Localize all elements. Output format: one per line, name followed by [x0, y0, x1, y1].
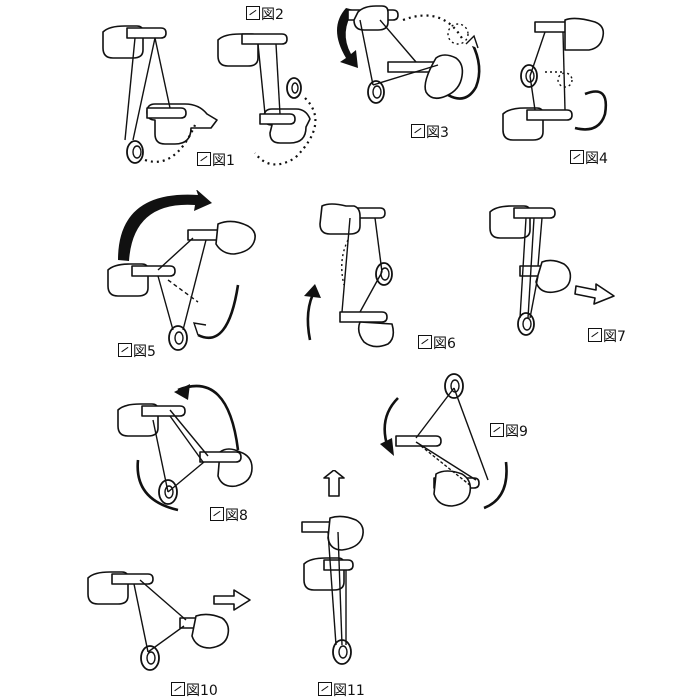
figure-3-illustration — [337, 5, 481, 104]
figure-icon — [171, 682, 185, 696]
figure-6-label: 図6 — [418, 333, 456, 353]
figure-4-illustration — [502, 17, 608, 141]
figure-1-illustration — [102, 25, 218, 164]
figure-11-illustration — [301, 470, 364, 665]
figure-icon — [197, 152, 211, 166]
direction-arrow — [213, 589, 251, 611]
figure-icon — [318, 682, 332, 696]
figure-6-illustration — [304, 203, 395, 348]
up-arrow — [323, 470, 345, 497]
figure-10-illustration — [87, 571, 251, 671]
figure-9-illustration — [380, 373, 508, 510]
figure-icon — [490, 423, 504, 437]
figure-11-label: 図11 — [318, 680, 365, 700]
figure-7-label: 図7 — [588, 326, 626, 346]
left-finger — [126, 27, 167, 39]
figure-10-label: 図10 — [171, 680, 218, 700]
figure-4-label: 図4 — [570, 148, 608, 168]
figure-2-illustration — [217, 33, 317, 166]
figure-icon — [588, 328, 602, 342]
figure-7-illustration — [489, 205, 615, 336]
figure-1-label: 図1 — [197, 150, 235, 170]
rotation-arrow — [304, 284, 321, 298]
figure-8-illustration — [117, 384, 253, 512]
figure-icon — [118, 343, 132, 357]
rotation-arrow — [337, 8, 358, 68]
rotation-arrow — [380, 438, 394, 456]
right-finger — [146, 107, 187, 119]
figure-8-label: 図8 — [210, 505, 248, 525]
figure-3-label: 図3 — [411, 122, 449, 142]
direction-arrow — [574, 283, 615, 305]
figure-2-label: 図2 — [246, 4, 284, 24]
rotation-arrow — [174, 384, 190, 400]
figure-icon — [246, 6, 260, 20]
figure-icon — [570, 150, 584, 164]
yoyo — [126, 140, 144, 164]
figure-icon — [418, 335, 432, 349]
figure-9-label: 図9 — [490, 421, 528, 441]
figure-icon — [210, 507, 224, 521]
figure-5-label: 図5 — [118, 341, 156, 361]
figure-icon — [411, 124, 425, 138]
rotation-arrow — [118, 190, 212, 261]
figure-5-illustration — [107, 190, 256, 351]
